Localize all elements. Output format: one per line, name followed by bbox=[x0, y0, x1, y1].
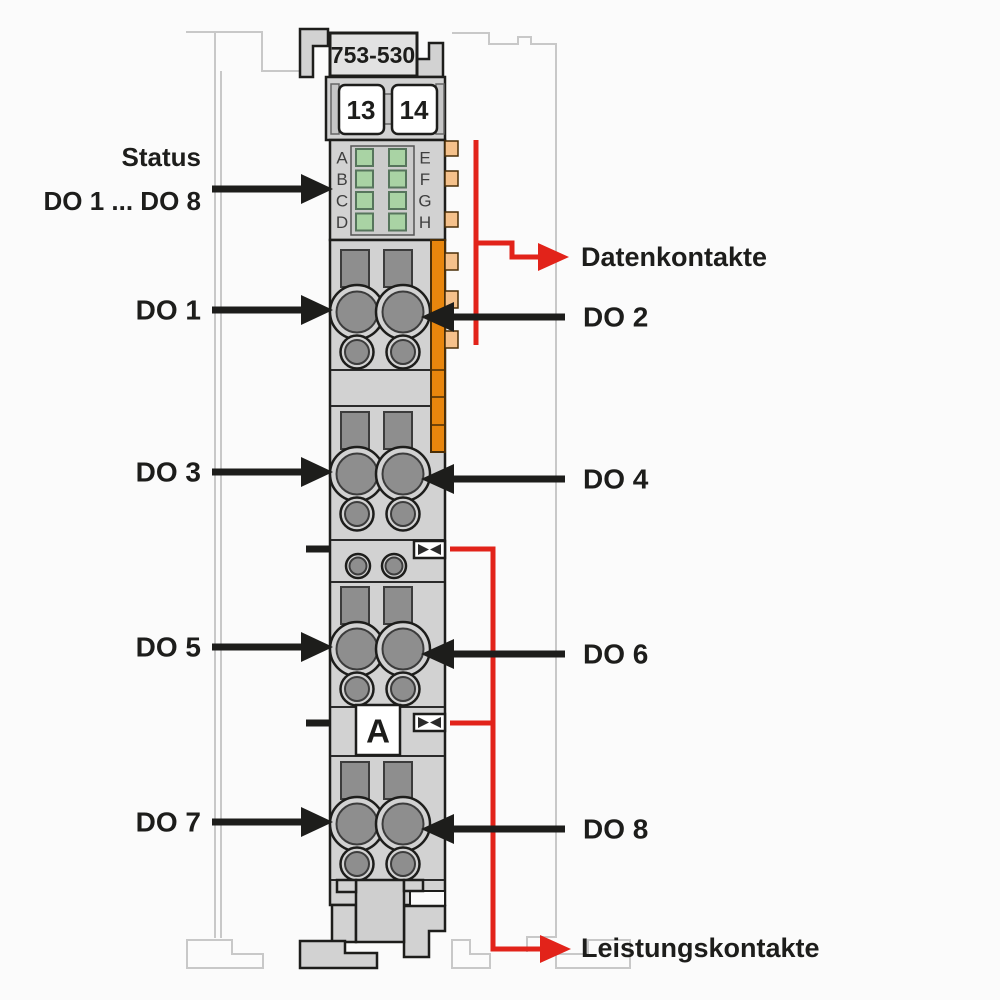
do7-label: DO 7 bbox=[136, 807, 201, 838]
power-contacts-arrowhead bbox=[540, 935, 571, 963]
data-contact-tab bbox=[444, 211, 459, 228]
small-opening bbox=[384, 556, 404, 576]
do4-label: DO 4 bbox=[583, 464, 649, 495]
red-callouts bbox=[450, 140, 571, 963]
data-contact-tab bbox=[444, 252, 459, 271]
power-contacts-label: Leistungskontakte bbox=[581, 933, 820, 963]
do5-label: DO 5 bbox=[136, 632, 201, 663]
do8-arrow-head bbox=[421, 814, 454, 844]
module-code: 753-530 bbox=[331, 42, 415, 68]
neighbor-top-right bbox=[452, 32, 557, 938]
data-contacts-arrowhead bbox=[538, 243, 569, 271]
led-h bbox=[388, 212, 407, 232]
power-contacts-bracket bbox=[450, 546, 540, 952]
led-letter-f: F bbox=[420, 170, 430, 189]
do2-label: DO 2 bbox=[583, 302, 648, 333]
led-letter-g: G bbox=[418, 192, 431, 211]
data-contact-tab bbox=[444, 170, 459, 187]
power-jumper-contact-upper bbox=[412, 539, 447, 560]
led-letter-c: C bbox=[336, 192, 348, 211]
foot-step bbox=[402, 878, 425, 893]
foot-notch bbox=[409, 890, 446, 907]
data-contacts-label: Datenkontakte bbox=[581, 242, 767, 272]
led-e bbox=[388, 148, 407, 167]
callout-labels: Status DO 1 ... DO 8 DO 1 DO 3 DO 5 DO 7… bbox=[44, 142, 820, 963]
status-label-line2: DO 1 ... DO 8 bbox=[44, 186, 202, 216]
module-body: A bbox=[298, 238, 459, 970]
led-b bbox=[355, 169, 374, 189]
power-jumper-contact-lower bbox=[412, 712, 447, 733]
status-arrow-head bbox=[301, 174, 333, 204]
module-top: 753-530 13 14 bbox=[298, 27, 447, 142]
led-letter-d: D bbox=[336, 213, 348, 232]
do8-label: DO 8 bbox=[583, 814, 648, 845]
top-left-tab bbox=[298, 27, 330, 79]
do3-label: DO 3 bbox=[136, 457, 201, 488]
black-arrows bbox=[212, 174, 565, 844]
do1-arrow-head bbox=[301, 295, 333, 325]
neighbor-foot-left bbox=[186, 939, 264, 969]
led-letter-e: E bbox=[419, 149, 430, 168]
led-g bbox=[388, 191, 407, 210]
marker-card bbox=[354, 703, 402, 757]
terminal-14 bbox=[390, 83, 439, 136]
data-contact-tab bbox=[444, 140, 459, 157]
small-opening bbox=[348, 556, 368, 576]
terminal-13 bbox=[337, 83, 386, 136]
marker-label: A bbox=[366, 713, 390, 750]
top-right-tab bbox=[415, 41, 445, 79]
led-a bbox=[355, 148, 374, 167]
foot-right bbox=[402, 904, 447, 959]
data-contacts-branch bbox=[476, 240, 538, 260]
foot-center-block bbox=[354, 878, 406, 944]
foot-left-leg bbox=[330, 903, 358, 944]
data-contact-tab bbox=[444, 330, 459, 349]
led-letter-h: H bbox=[419, 213, 431, 232]
do6-label: DO 6 bbox=[583, 639, 648, 670]
do7-arrow-head bbox=[301, 807, 333, 837]
do3-arrow-head bbox=[301, 457, 333, 487]
terminal-14-label: 14 bbox=[400, 95, 429, 125]
led-letter-b: B bbox=[336, 170, 347, 189]
terminal-13-label: 13 bbox=[347, 95, 376, 125]
do6-arrow-head bbox=[421, 639, 454, 669]
do2-arrow-head bbox=[421, 302, 454, 332]
neighbor-foot-center bbox=[451, 939, 491, 969]
do5-arrow-head bbox=[301, 632, 333, 662]
do1-label: DO 1 bbox=[136, 295, 201, 326]
neighbor-top-left bbox=[186, 31, 301, 72]
led-block: A B C D E F G H bbox=[328, 138, 459, 242]
orange-locking-slide bbox=[430, 239, 446, 453]
led-c bbox=[355, 191, 374, 210]
do4-arrow-head bbox=[421, 464, 454, 494]
neighbor-outlines bbox=[186, 31, 631, 969]
led-f bbox=[388, 169, 407, 189]
foot-step bbox=[335, 878, 358, 894]
status-label-line1: Status bbox=[122, 142, 201, 172]
led-letter-a: A bbox=[336, 149, 348, 168]
foot-hook bbox=[298, 939, 379, 970]
marking-plate bbox=[328, 31, 419, 78]
led-d bbox=[355, 212, 374, 232]
